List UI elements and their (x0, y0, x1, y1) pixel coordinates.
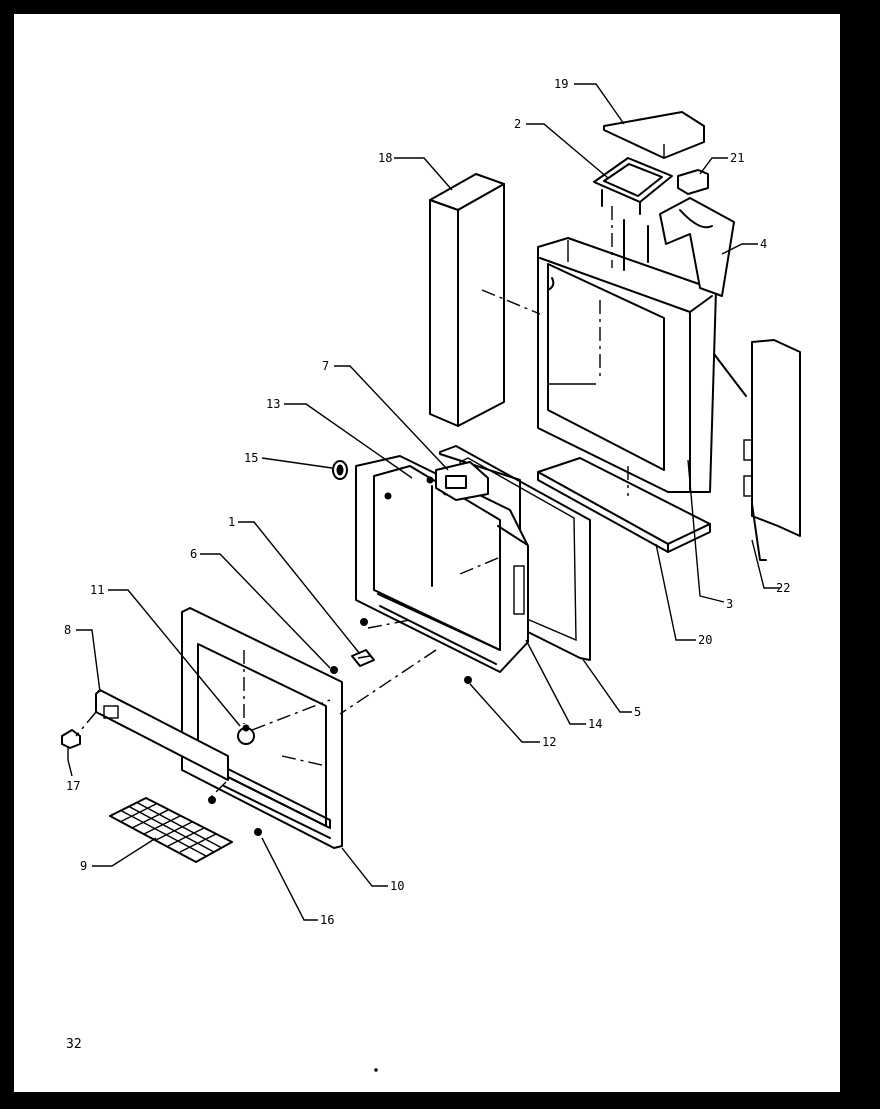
callout-4: 4 (760, 237, 767, 251)
part-4-duct (659, 197, 735, 297)
chute (611, 206, 649, 271)
leader-lines (67, 83, 780, 921)
speck (374, 1068, 378, 1072)
callout-9: 9 (80, 859, 87, 873)
callout-19: 19 (554, 77, 568, 91)
callout-16: 16 (320, 913, 334, 927)
callout-5: 5 (634, 705, 641, 719)
callout-3: 3 (726, 597, 733, 611)
part-6-screw (330, 666, 338, 674)
callout-12: 12 (542, 735, 556, 749)
part-3-liner-box (537, 237, 717, 493)
callout-21: 21 (730, 151, 744, 165)
callout-15: 15 (244, 451, 258, 465)
callout-labels: 19 2 21 18 4 7 13 15 1 6 11 8 3 22 20 5 … (64, 77, 790, 927)
callout-22: 22 (776, 581, 790, 595)
callout-2: 2 (514, 117, 521, 131)
callout-14: 14 (588, 717, 602, 731)
callout-11: 11 (90, 583, 104, 597)
callout-17: 17 (66, 779, 80, 793)
part-1-clip (351, 649, 375, 667)
callout-18: 18 (378, 151, 392, 165)
part-11-lamp (237, 724, 255, 745)
page-number: 32 (66, 1037, 82, 1052)
callout-1: 1 (228, 515, 235, 529)
part-16-screw (254, 828, 262, 836)
part-17-button (61, 729, 81, 749)
part-22-side-panel (713, 339, 801, 561)
part-18-insulation-block (429, 173, 505, 427)
part-12-screw (464, 676, 472, 684)
alignment-lines (75, 289, 629, 799)
callout-6: 6 (190, 547, 197, 561)
part-21-small-block (677, 169, 709, 195)
part-7-bracket (435, 461, 489, 501)
callout-7: 7 (322, 359, 329, 373)
part-14-housing (355, 455, 529, 673)
part-9-grille (109, 797, 233, 863)
part-10-front-frame (181, 607, 343, 849)
callout-8: 8 (64, 623, 71, 637)
callout-13: 13 (266, 397, 280, 411)
callout-10: 10 (390, 879, 404, 893)
callout-20: 20 (698, 633, 712, 647)
part-15-knob (332, 460, 348, 480)
screw (360, 618, 368, 626)
part-20-bottom-panel (537, 457, 711, 553)
part-2-gasket-frame (593, 157, 673, 215)
part-19-top-cover (603, 111, 705, 159)
screw (208, 796, 216, 804)
